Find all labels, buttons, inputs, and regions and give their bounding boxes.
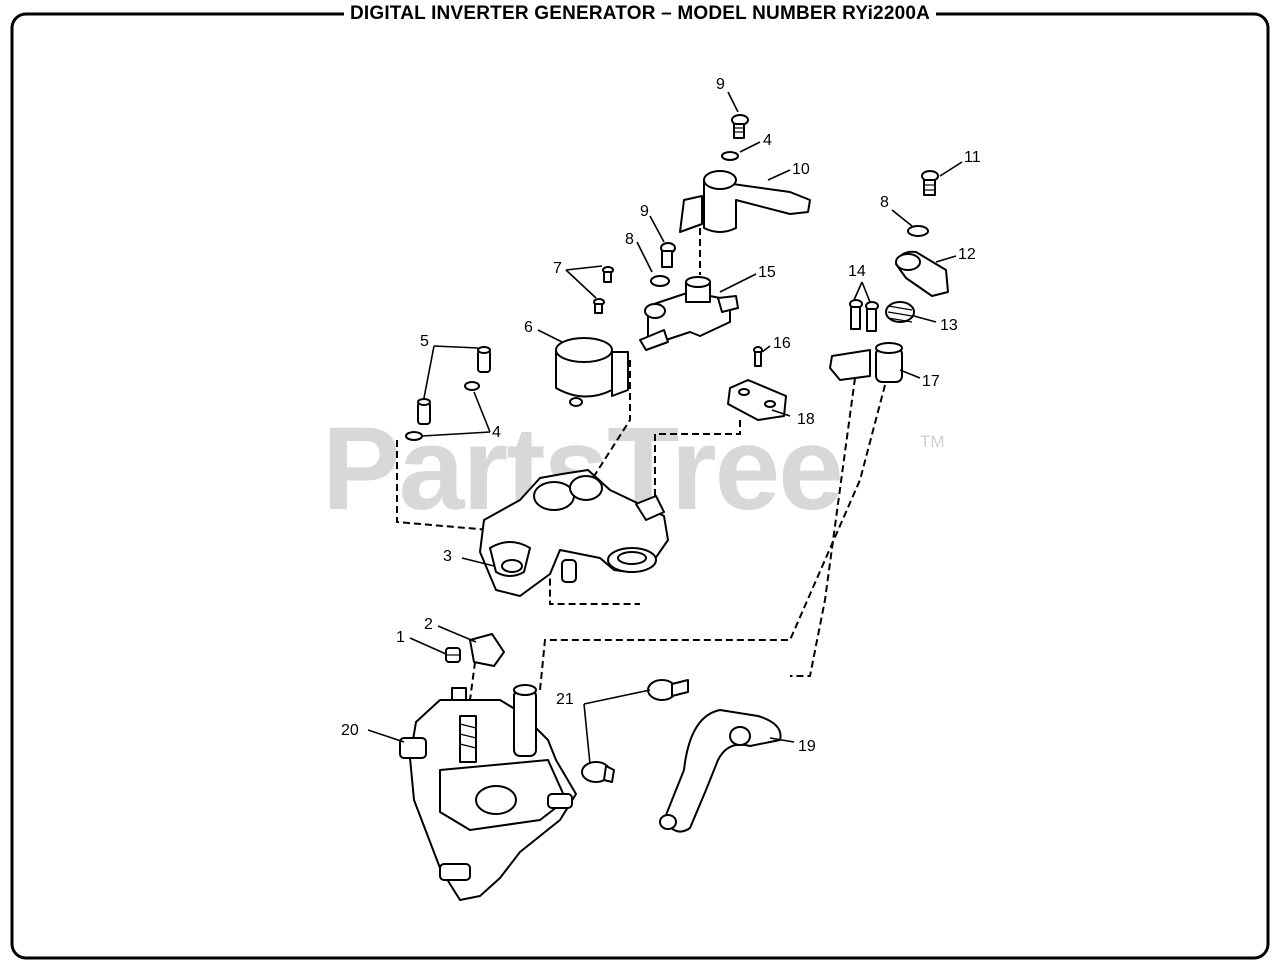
part-5-pins [417, 346, 491, 425]
callout-2: 2 [424, 616, 433, 633]
callout-19: 19 [798, 738, 816, 755]
part-15-fuel-valve [639, 276, 739, 351]
callout-18: 18 [797, 411, 815, 428]
part-4-washers-left [405, 381, 480, 441]
part-16-screw [753, 346, 763, 367]
part-2-nozzle [469, 633, 505, 667]
leader-lines [367, 91, 963, 765]
diagram-border [10, 12, 1270, 960]
part-20-carburetor [399, 684, 577, 901]
callouts: 9 4 10 9 8 7 15 6 5 4 11 8 12 14 13 16 1… [341, 76, 981, 755]
part-19-fuel-hose [659, 709, 782, 833]
part-8-washer-left [650, 275, 670, 287]
part-6-solenoid [555, 337, 629, 407]
callout-14: 14 [848, 263, 866, 280]
callout-17: 17 [922, 373, 940, 390]
callout-9-mid: 9 [640, 203, 649, 220]
watermark-trademark: TM [920, 432, 945, 451]
part-11-screw-right [921, 170, 939, 196]
callout-16: 16 [773, 335, 791, 352]
part-13-spring [885, 301, 915, 323]
part-4-washer-top [721, 151, 739, 161]
callout-15: 15 [758, 264, 776, 281]
part-9-screw-top [731, 114, 749, 139]
callout-4-top: 4 [763, 132, 772, 149]
callout-5: 5 [420, 333, 429, 350]
callout-12: 12 [958, 246, 976, 263]
part-10-lever [679, 170, 811, 233]
callout-8-left: 8 [625, 231, 634, 248]
part-3-throttle-body [479, 469, 669, 597]
part-7-screws [593, 266, 614, 314]
callout-21: 21 [556, 691, 574, 708]
callout-20: 20 [341, 722, 359, 739]
callout-10: 10 [792, 161, 810, 178]
part-12-lever [895, 250, 949, 297]
callout-8-right: 8 [880, 194, 889, 211]
assembly-lines [396, 228, 886, 761]
part-9-screw-mid [660, 242, 676, 268]
callout-1: 1 [396, 629, 405, 646]
callout-6: 6 [524, 319, 533, 336]
callout-11: 11 [964, 149, 981, 166]
part-21-clamps [581, 679, 689, 783]
callout-3: 3 [443, 548, 452, 565]
part-18-switch [727, 379, 787, 421]
callout-9-top: 9 [716, 76, 725, 93]
callout-4-left: 4 [492, 424, 501, 441]
part-8-washer-right [907, 225, 929, 237]
part-1-screw [445, 647, 461, 663]
callout-13: 13 [940, 317, 958, 334]
callout-7: 7 [553, 260, 562, 277]
part-14-screws [849, 299, 879, 332]
part-17-bracket [829, 342, 903, 383]
